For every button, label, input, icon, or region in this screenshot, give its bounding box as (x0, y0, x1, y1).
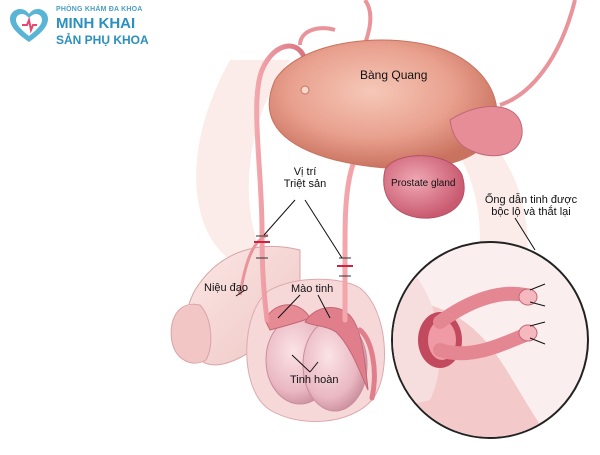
pointer-lines (235, 199, 536, 373)
label-inset-line2: bộc lộ và thắt lại (491, 206, 571, 218)
inset-vas-lower (433, 328, 532, 361)
bladder-knob (300, 85, 310, 95)
body-silhouette (196, 60, 290, 260)
ligation-marks (254, 235, 353, 277)
label-testis: Tinh hoàn (290, 374, 339, 386)
heart-cross-icon (10, 9, 48, 42)
ureter-right (499, 0, 577, 107)
bladder (268, 39, 498, 170)
label-epididymis: Mào tinh (291, 283, 334, 295)
inset-cut-end-upper (518, 288, 538, 306)
seminal-vesicle (449, 106, 523, 157)
epididymis-right (304, 306, 369, 391)
inset-magnified (391, 241, 589, 439)
clinic-name: MINH KHAI (56, 15, 136, 32)
label-urethra: Niệu đạo (204, 282, 249, 294)
inset-cut-end-lower (518, 324, 538, 342)
urethra-line (238, 233, 269, 296)
inset-ties (529, 283, 546, 345)
label-bladder: Bàng Quang (360, 68, 428, 82)
label-prostate: Prostate gland (391, 178, 456, 189)
clinic-specialty: SẢN PHỤ KHOA (56, 33, 149, 47)
clinic-logo: PHÒNG KHÁM ĐA KHOA MINH KHAI SẢN PHỤ KHO… (8, 6, 149, 46)
prostate-gland (383, 155, 465, 219)
vas-deferens-left (254, 43, 308, 323)
label-site-line1: Vị trí (293, 166, 317, 178)
spermatic-cord-right (357, 327, 377, 401)
label-inset: Ống dẫn tinh được bộc lộ và thắt lại (470, 194, 592, 218)
glans (170, 303, 212, 364)
label-sterilization-site: Vị trí Triệt sản (270, 166, 340, 190)
label-site-line2: Triệt sản (283, 178, 327, 190)
ureter-left (298, 26, 336, 46)
inset-vas-upper (433, 286, 532, 329)
clinic-name-small: PHÒNG KHÁM ĐA KHOA (56, 6, 143, 13)
label-inset-line1: Ống dẫn tinh được (484, 194, 578, 206)
